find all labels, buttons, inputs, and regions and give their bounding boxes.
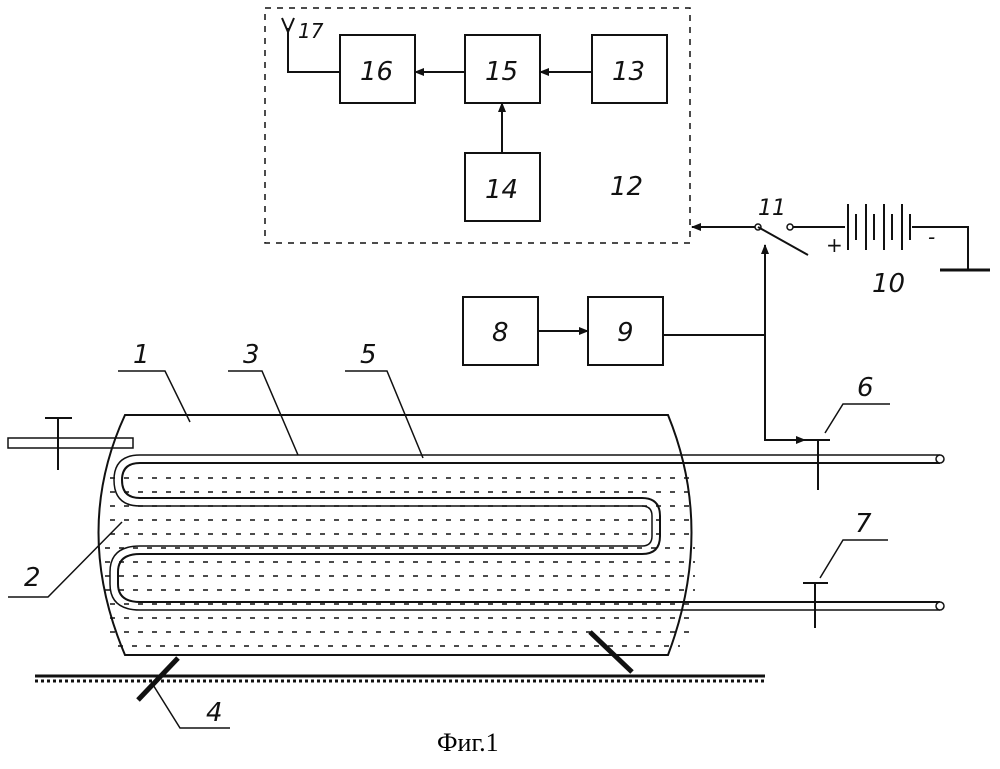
battery-10 <box>848 204 910 250</box>
tank-filler <box>105 478 695 646</box>
label-17: 17 <box>298 19 324 43</box>
label-8: 8 <box>492 318 509 348</box>
label-4: 4 <box>206 698 223 728</box>
label-10: 10 <box>872 269 905 299</box>
leader-3 <box>228 371 298 455</box>
label-3: 3 <box>243 340 260 370</box>
label-6: 6 <box>857 373 874 403</box>
leader-7 <box>820 540 888 578</box>
valve-7 <box>803 583 828 628</box>
battery-plus: + <box>826 233 843 257</box>
label-15: 15 <box>485 57 518 87</box>
valve-6 <box>805 440 830 490</box>
battery-minus: - <box>928 225 935 249</box>
support-right <box>590 632 632 672</box>
label-2: 2 <box>24 563 41 593</box>
label-11: 11 <box>758 196 786 221</box>
label-7: 7 <box>855 509 872 539</box>
switch-contact <box>787 224 793 230</box>
figure-caption: Фиг.1 <box>437 728 499 757</box>
label-14: 14 <box>485 175 518 205</box>
label-9: 9 <box>617 318 634 348</box>
label-13: 13 <box>612 57 645 87</box>
battery-ground-lead <box>912 227 968 270</box>
serpentine-pipe-outer <box>118 463 940 602</box>
label-12: 12 <box>610 172 643 202</box>
pipe-end-top <box>936 455 944 463</box>
label-16: 16 <box>360 57 393 87</box>
line-to-valve-6 <box>765 335 805 440</box>
label-1: 1 <box>133 340 150 370</box>
antenna-icon <box>282 18 294 32</box>
tank-body <box>99 415 692 655</box>
pipe-end-bottom <box>936 602 944 610</box>
label-5: 5 <box>360 340 377 370</box>
leader-6 <box>825 404 890 433</box>
